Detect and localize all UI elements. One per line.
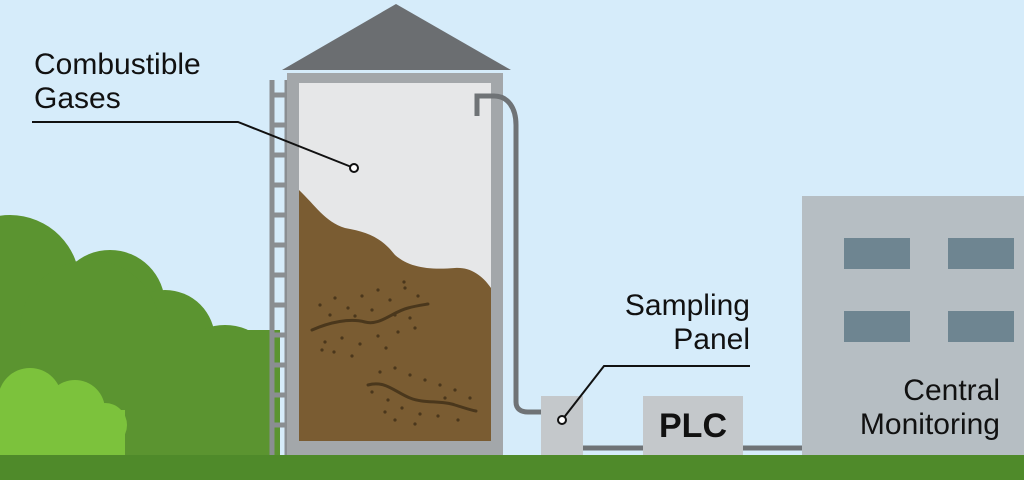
central-monitoring-label: Central Monitoring [800,374,1000,442]
sampling-panel-label-line1: Sampling [624,289,750,322]
central-monitoring-label-line2: Monitoring [859,408,1000,441]
plc-label: PLC [659,407,727,445]
grain-texture [310,302,478,413]
sampling-leader-line [557,365,750,425]
bush-dark [0,215,280,460]
sampling-pipe [474,93,541,415]
building-windows [844,238,1014,342]
sampling-panel-label: Sampling Panel [560,289,750,357]
central-monitoring-label-line1: Central [903,374,1000,407]
plc-box [643,396,743,456]
silo-roof [282,4,511,70]
combustible-gases-label: Combustible Gases [34,48,201,116]
combustible-gases-label-line1: Combustible [34,48,201,81]
gas-leader-line [32,121,359,173]
sampling-panel-box [541,396,583,456]
grain-dots [318,280,472,426]
ground [0,455,1024,480]
bush-light [0,368,127,460]
combustible-gases-label-line2: Gases [34,82,121,115]
sampling-panel-label-line2: Panel [673,323,750,356]
